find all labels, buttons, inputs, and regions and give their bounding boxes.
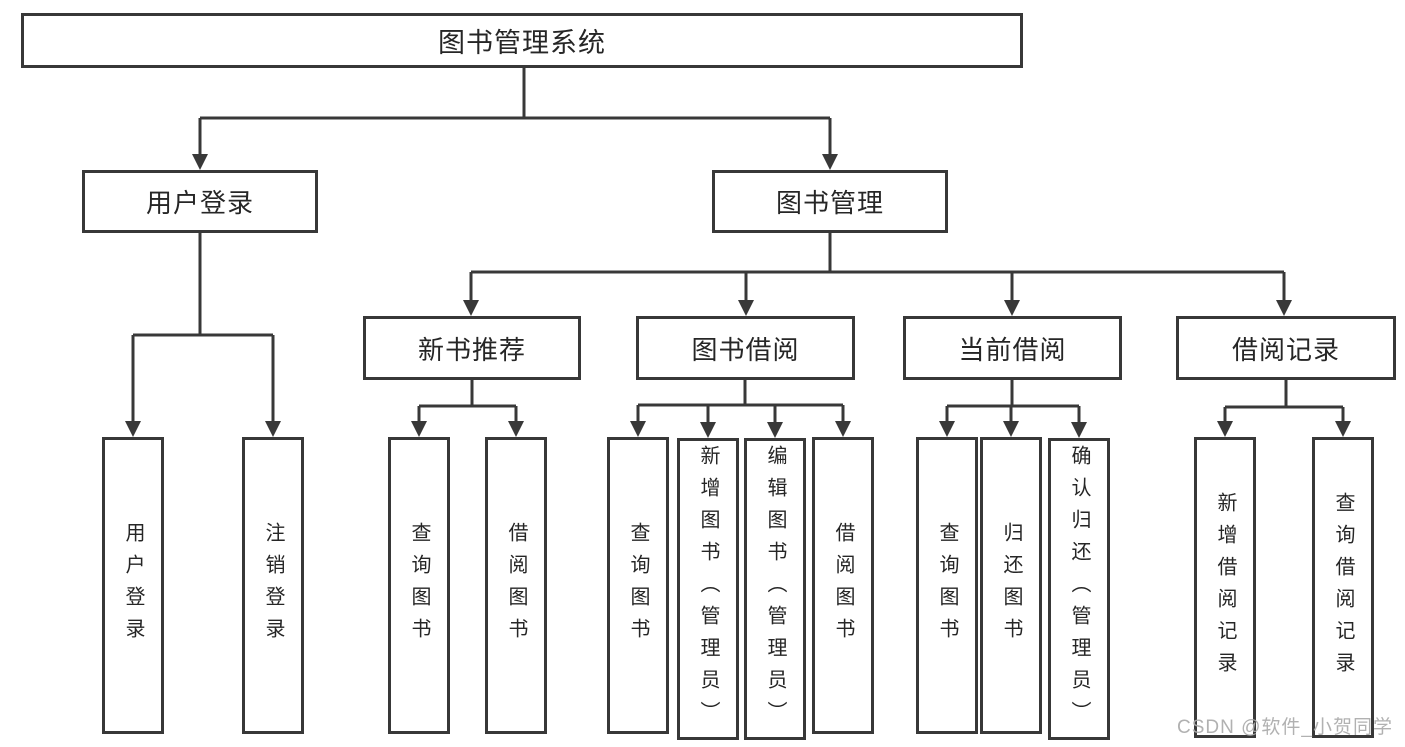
node-root: 图书管理系统 — [21, 13, 1023, 68]
node-book-management: 图书管理 — [712, 170, 948, 233]
node-book-management-label: 图书管理 — [775, 188, 884, 218]
csdn-watermark: CSDN @软件_小贺同学 — [1177, 717, 1393, 738]
leaf-newrec-query-book-label: 查询图书 — [408, 521, 430, 650]
node-user-login-label: 用户登录 — [145, 188, 254, 218]
node-current-borrow-label: 当前借阅 — [958, 334, 1067, 365]
arrowheads — [125, 154, 1351, 438]
connector-book-management-sections — [469, 233, 1286, 302]
node-root-label: 图书管理系统 — [438, 28, 606, 58]
node-book-borrow-label: 图书借阅 — [691, 334, 800, 365]
connector-borrow-records-children — [1223, 380, 1345, 423]
leaf-query-borrow-record-label: 查询借阅记录 — [1332, 491, 1354, 684]
leaf-newrec-query-book: 查询图书 — [388, 437, 450, 734]
leaf-return-book-label: 归还图书 — [1000, 521, 1022, 650]
leaf-borrow-book-label: 借阅图书 — [832, 521, 854, 650]
leaf-newrec-borrow-book: 借阅图书 — [485, 437, 547, 734]
connector-root-to-level2 — [198, 68, 832, 156]
leaf-logout-label: 注销登录 — [262, 521, 284, 650]
leaf-borrow-query-book-label: 查询图书 — [627, 521, 649, 650]
leaf-user-login: 用户登录 — [102, 437, 164, 734]
leaf-user-login-label: 用户登录 — [122, 521, 144, 650]
node-book-borrow: 图书借阅 — [636, 316, 855, 380]
leaf-return-book: 归还图书 — [980, 437, 1042, 734]
leaf-confirm-return-admin-label: 确认归还（管理员） — [1068, 445, 1090, 733]
node-new-book-recommend-label: 新书推荐 — [417, 334, 526, 365]
leaf-confirm-return-admin: 确认归还（管理员） — [1048, 438, 1110, 740]
connector-new-book-children — [417, 380, 518, 423]
node-borrow-records: 借阅记录 — [1176, 316, 1396, 380]
leaf-edit-book-admin: 编辑图书（管理员） — [744, 438, 806, 740]
connector-book-borrow-children — [636, 380, 845, 424]
connector-user-login-children — [131, 233, 275, 423]
leaf-edit-book-admin-label: 编辑图书（管理员） — [764, 445, 786, 733]
node-user-login: 用户登录 — [82, 170, 318, 233]
connector-current-borrow-children — [945, 380, 1081, 424]
leaf-add-borrow-record: 新增借阅记录 — [1194, 437, 1256, 738]
leaf-add-book-admin: 新增图书（管理员） — [677, 438, 739, 740]
node-new-book-recommend: 新书推荐 — [363, 316, 581, 380]
leaf-newrec-borrow-book-label: 借阅图书 — [505, 521, 527, 650]
leaf-current-query-book: 查询图书 — [916, 437, 978, 734]
leaf-borrow-book: 借阅图书 — [812, 437, 874, 734]
leaf-query-borrow-record: 查询借阅记录 — [1312, 437, 1374, 738]
node-borrow-records-label: 借阅记录 — [1231, 334, 1340, 365]
leaf-add-borrow-record-label: 新增借阅记录 — [1214, 491, 1236, 684]
leaf-logout: 注销登录 — [242, 437, 304, 734]
leaf-borrow-query-book: 查询图书 — [607, 437, 669, 734]
leaf-current-query-book-label: 查询图书 — [936, 521, 958, 650]
leaf-add-book-admin-label: 新增图书（管理员） — [697, 445, 719, 733]
node-current-borrow: 当前借阅 — [903, 316, 1122, 380]
